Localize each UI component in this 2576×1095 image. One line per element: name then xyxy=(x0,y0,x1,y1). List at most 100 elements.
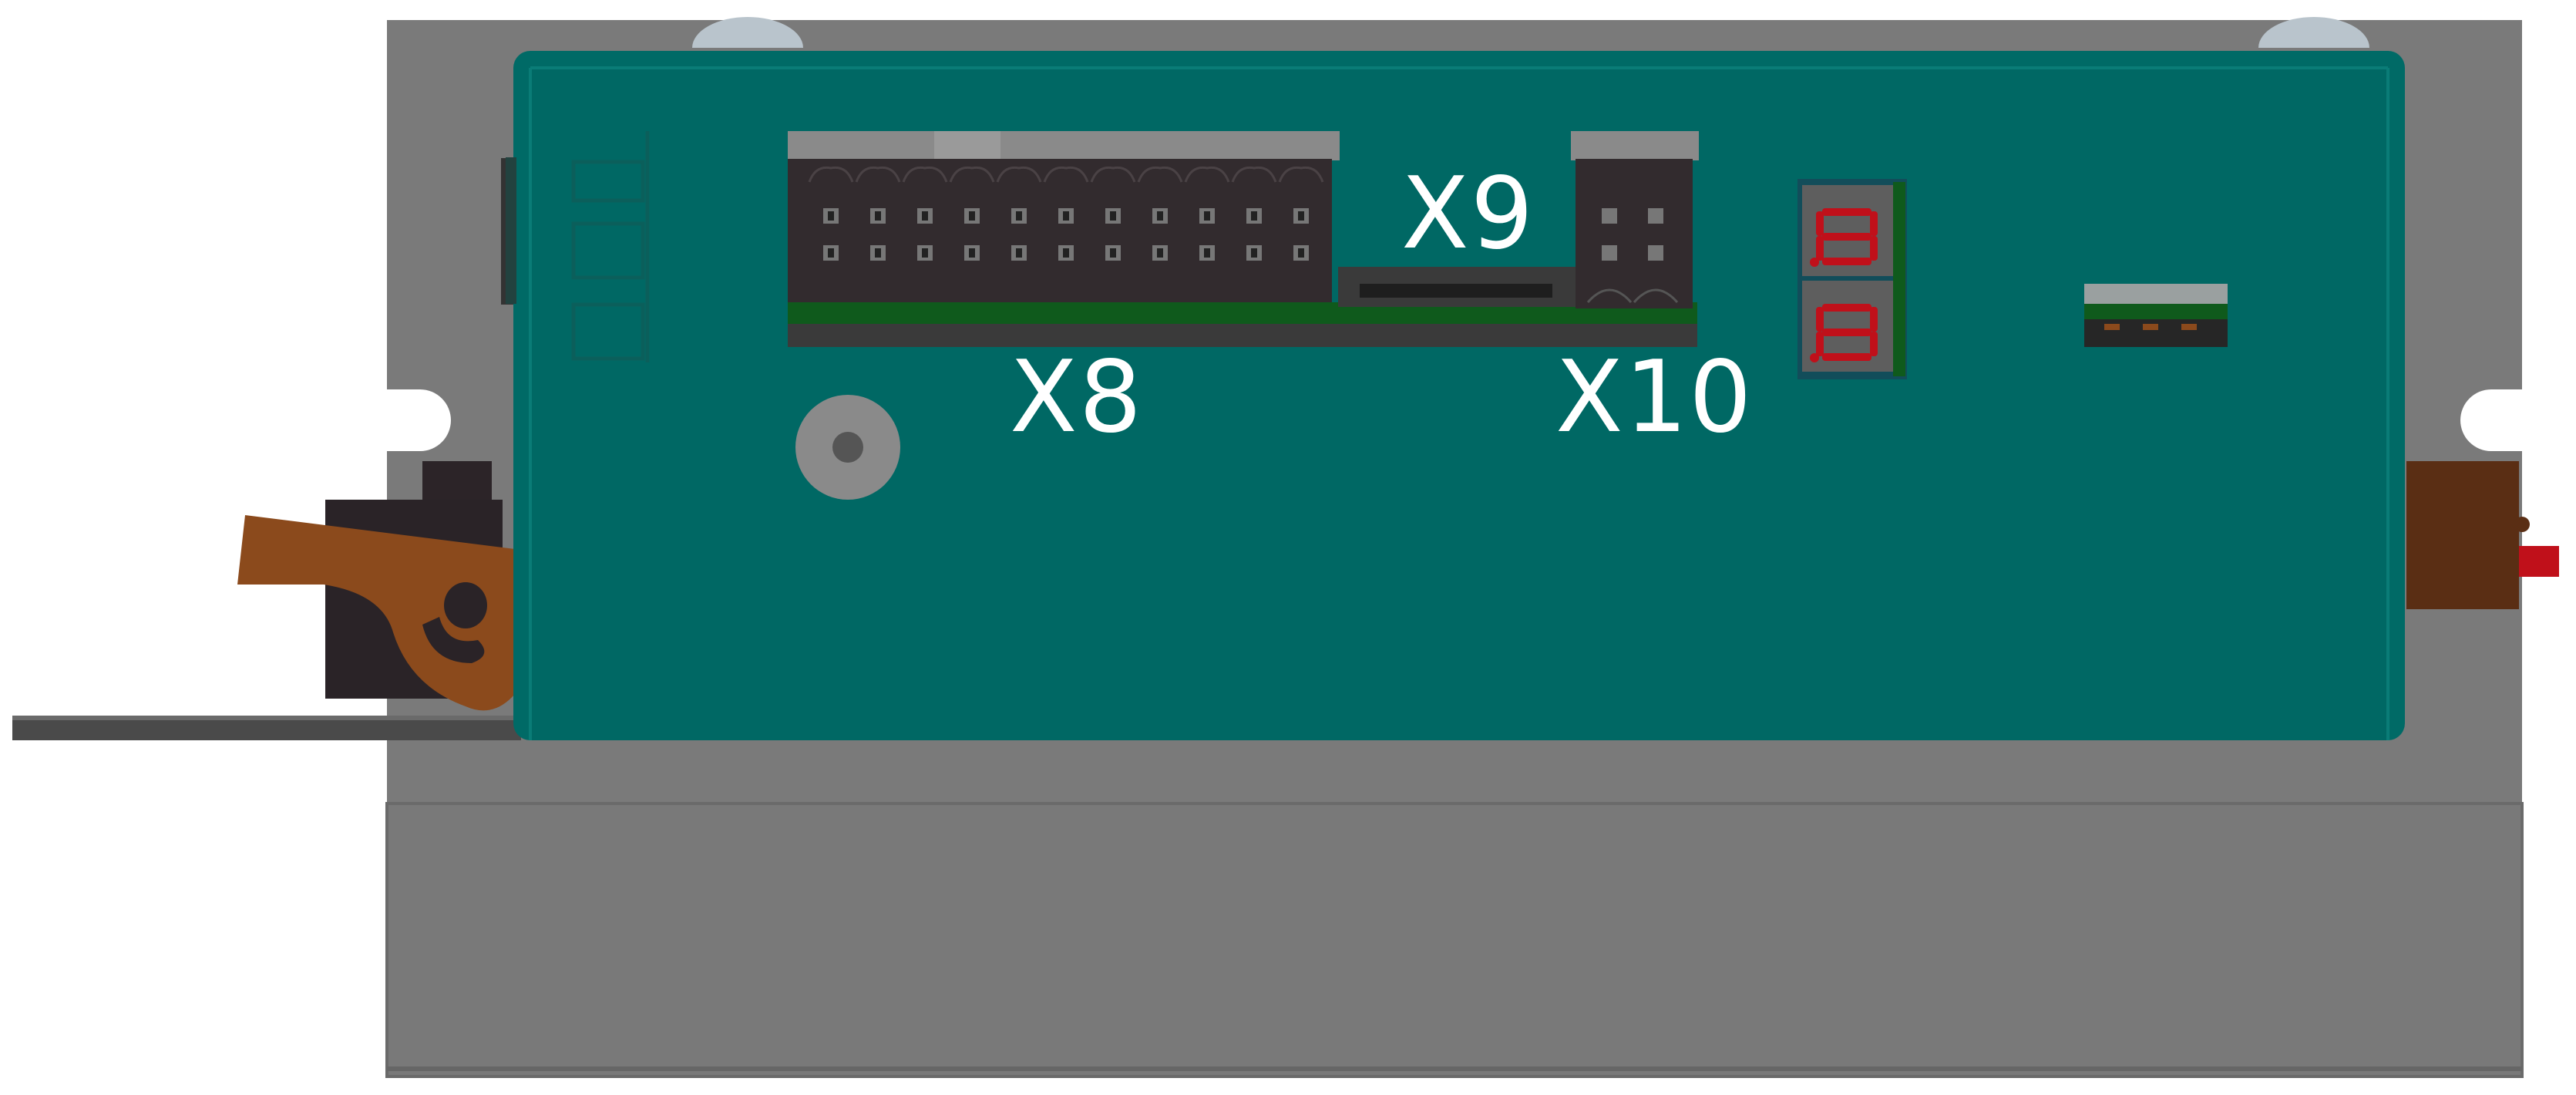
connector-x8-pin-hole xyxy=(922,211,928,221)
dip-component-base xyxy=(2084,319,2228,347)
side-connector-stub xyxy=(506,157,516,304)
lever-slot xyxy=(422,617,485,663)
connector-x8-latch-arc xyxy=(855,166,901,183)
display-segment xyxy=(1822,328,1871,336)
display-decimal-point xyxy=(1810,258,1819,267)
connector-x8-latch-arc xyxy=(1231,166,1277,183)
connector-x8-pin-hole xyxy=(922,248,928,258)
connector-x10-pin xyxy=(1602,245,1617,261)
screw-icon xyxy=(2258,17,2369,48)
connector-x8-pin-hole xyxy=(1298,248,1304,258)
display-segment xyxy=(1816,307,1824,332)
connector-x8-pin-hole xyxy=(1204,248,1210,258)
mounting-slot-left xyxy=(387,389,451,451)
lever-hole xyxy=(444,582,487,628)
display-segment xyxy=(1822,304,1871,312)
mounting-hole-center xyxy=(832,432,863,463)
connector-x10-latch-arc xyxy=(1633,288,1679,303)
display-segment xyxy=(1822,353,1871,361)
dip-component-pad xyxy=(2181,324,2197,330)
enclosure-lower-panel xyxy=(385,802,2524,1078)
connector-x8-pin-hole xyxy=(1110,211,1116,221)
connector-x10-pins xyxy=(1586,208,1679,303)
connector-x8-latch-arc xyxy=(1278,166,1324,183)
logo-outline-part xyxy=(571,160,645,203)
connector-x9 xyxy=(1338,267,1592,307)
right-switch-body xyxy=(2406,461,2519,609)
connector-x10-pin xyxy=(1602,208,1617,224)
connector-x9-label: X9 xyxy=(1401,157,1535,271)
connector-x8-latch-arc xyxy=(1090,166,1136,183)
logo-outline xyxy=(571,131,650,362)
display-segment xyxy=(1870,307,1878,332)
connector-x8-latch-arc xyxy=(949,166,995,183)
display-decimal-point xyxy=(1810,353,1819,362)
dip-component-top xyxy=(2084,284,2228,304)
connector-x8-pin-hole xyxy=(1063,211,1069,221)
connector-x8-latch-arc xyxy=(1043,166,1089,183)
connector-x8-base xyxy=(788,324,1697,347)
display-segment xyxy=(1816,236,1824,261)
right-switch-knob xyxy=(2514,517,2530,532)
connector-x8-pin-hole xyxy=(1110,248,1116,258)
connector-x8-latch-arc xyxy=(1184,166,1230,183)
display-segment xyxy=(1816,332,1824,356)
connector-x10-latch-arc xyxy=(1586,288,1633,303)
display-pcb xyxy=(1893,182,1905,376)
connector-x8-pin-hole xyxy=(1016,248,1022,258)
base-plate-highlight xyxy=(12,716,521,720)
display-segment xyxy=(1822,208,1871,216)
dip-component xyxy=(2084,284,2228,347)
display-segment xyxy=(1870,211,1878,236)
display-segment xyxy=(1822,233,1871,241)
connector-x9-slot xyxy=(1360,284,1552,298)
connector-x8-pin-hole xyxy=(1251,211,1257,221)
connector-x8-latch-arc xyxy=(996,166,1042,183)
connector-x8-latch xyxy=(934,131,1000,162)
display-segments xyxy=(1810,208,1878,362)
connector-x10 xyxy=(1571,131,1699,308)
display-segment xyxy=(1870,236,1878,261)
connector-x8-pin-hole xyxy=(875,211,881,221)
right-switch-cap xyxy=(2519,546,2559,577)
connector-x8-latch-arc xyxy=(902,166,948,183)
connector-x8-latch-arc xyxy=(1137,166,1183,183)
connector-x8-pin-hole xyxy=(1157,248,1163,258)
right-switch xyxy=(2406,461,2559,609)
connector-x10-pin xyxy=(1648,245,1663,261)
logo-outline-part xyxy=(571,221,645,280)
display-segment xyxy=(1816,211,1824,236)
connector-x8 xyxy=(788,131,1697,347)
display-segment xyxy=(1870,332,1878,356)
seven-segment-icon xyxy=(1797,179,1907,379)
connector-x10-pin xyxy=(1648,208,1663,224)
connector-x8-pin-hole xyxy=(1063,248,1069,258)
connector-x8-pin-hole xyxy=(1298,211,1304,221)
lever-icon xyxy=(237,158,516,711)
dip-component-pcb xyxy=(2084,304,2228,319)
dip-component-pad xyxy=(2104,324,2120,330)
connector-x8-pin-hole xyxy=(1204,211,1210,221)
lever-arm xyxy=(237,515,515,711)
connector-x8-pins xyxy=(808,166,1324,261)
display-segment xyxy=(1822,258,1871,265)
connector-x8-label: X8 xyxy=(1010,340,1144,455)
connector-x10-top xyxy=(1571,131,1699,160)
logo-outline-part xyxy=(571,302,645,361)
connector-x8-pin-hole xyxy=(969,211,975,221)
connector-x8-pin-hole xyxy=(1016,211,1022,221)
connector-x10-label: X10 xyxy=(1555,340,1754,455)
dip-component-pad xyxy=(2143,324,2158,330)
connector-x8-pin-hole xyxy=(828,211,834,221)
connector-x10-body xyxy=(1576,159,1693,308)
connector-x8-pin-hole xyxy=(828,248,834,258)
connector-x8-latch-arc xyxy=(808,166,854,183)
connector-x8-pin-hole xyxy=(1157,211,1163,221)
connector-x8-pin-hole xyxy=(1251,248,1257,258)
connector-x8-top xyxy=(788,131,1340,160)
connector-x8-pin-hole xyxy=(875,248,881,258)
screw-icon xyxy=(692,17,803,48)
connector-x8-pin-hole xyxy=(969,248,975,258)
